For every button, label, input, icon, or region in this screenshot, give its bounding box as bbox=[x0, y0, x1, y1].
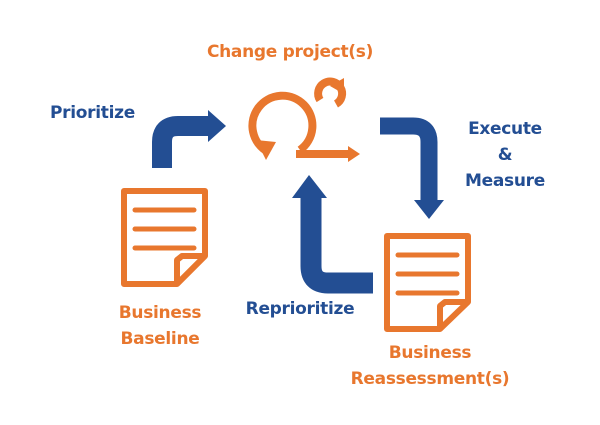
business-reassessment-document-icon bbox=[384, 233, 471, 332]
scrum-cycle-icon bbox=[248, 77, 360, 162]
reprioritize-arrow-icon bbox=[292, 175, 373, 294]
prioritize-arrow-icon bbox=[152, 110, 226, 168]
business-baseline-label-line2: Baseline bbox=[120, 329, 200, 349]
execute-measure-label: Execute & Measure bbox=[450, 116, 560, 194]
business-baseline-document-icon bbox=[121, 188, 208, 287]
business-reassessment-label-line2: Reassessment(s) bbox=[350, 369, 510, 389]
execute-label-line1: Execute bbox=[468, 119, 542, 139]
execute-label-line3: Measure bbox=[465, 171, 545, 191]
reprioritize-label: Reprioritize bbox=[245, 299, 355, 319]
prioritize-label: Prioritize bbox=[50, 103, 135, 123]
execute-arrow-icon bbox=[380, 117, 444, 219]
business-reassessment-label: Business Reassessment(s) bbox=[345, 340, 515, 392]
execute-label-line2: & bbox=[497, 145, 513, 165]
business-baseline-label-line1: Business bbox=[118, 303, 202, 323]
business-baseline-label: Business Baseline bbox=[105, 300, 215, 352]
business-reassessment-label-line1: Business bbox=[388, 343, 472, 363]
change-projects-label: Change project(s) bbox=[206, 42, 374, 62]
